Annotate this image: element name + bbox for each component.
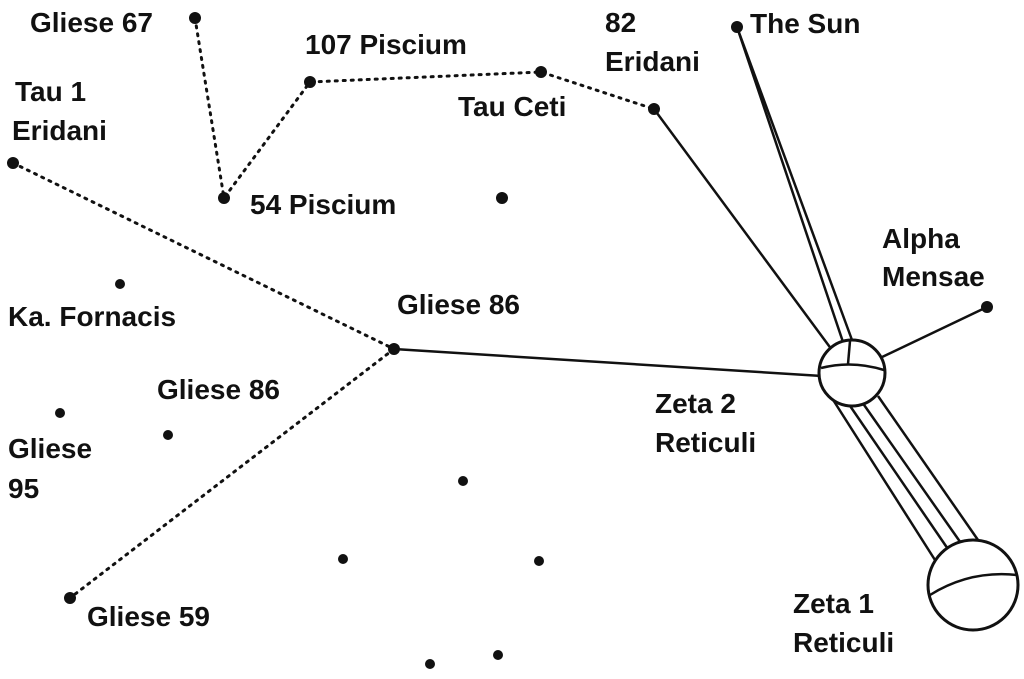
star-alpha-mensae bbox=[981, 301, 993, 313]
label-gliese59: Gliese 59 bbox=[87, 601, 210, 632]
label-gliese67: Gliese 67 bbox=[30, 7, 153, 38]
route-82eridani-zeta2 bbox=[652, 108, 834, 351]
star-107-piscium bbox=[304, 76, 316, 88]
route-gliese86-zeta2 bbox=[393, 347, 823, 378]
star-gliese59 bbox=[64, 592, 76, 604]
zeta1-reticuli-sphere bbox=[926, 538, 1020, 632]
star-unnamed bbox=[493, 650, 503, 660]
star-unnamed bbox=[425, 659, 435, 669]
label-zeta1-line2: Reticuli bbox=[793, 627, 894, 658]
label-gliese86-second: Gliese 86 bbox=[157, 374, 280, 405]
label-zeta1-line1: Zeta 1 bbox=[793, 588, 874, 619]
label-gliese95-line1: Gliese bbox=[8, 433, 92, 464]
star-dots bbox=[7, 12, 993, 669]
star-the-sun bbox=[731, 21, 743, 33]
star-tau-ceti bbox=[535, 66, 547, 78]
label-82-eridani-line2: Eridani bbox=[605, 46, 700, 77]
label-alpha-mensae-line1: Alpha bbox=[882, 223, 960, 254]
label-tau1-eridani-line1: Tau 1 bbox=[15, 76, 86, 107]
zeta2-reticuli-sphere bbox=[817, 338, 887, 408]
zeta-connector-tube bbox=[828, 394, 980, 561]
star-ka-fornacis bbox=[115, 279, 125, 289]
star-unnamed bbox=[496, 192, 508, 204]
label-107-piscium: 107 Piscium bbox=[305, 29, 467, 60]
star-gliese67 bbox=[189, 12, 201, 24]
label-zeta2-line2: Reticuli bbox=[655, 427, 756, 458]
label-zeta2-line1: Zeta 2 bbox=[655, 388, 736, 419]
route-zeta2-alpha-mensae bbox=[879, 305, 988, 360]
label-the-sun: The Sun bbox=[750, 8, 860, 39]
star-unnamed bbox=[458, 476, 468, 486]
label-alpha-mensae-line2: Mensae bbox=[882, 261, 985, 292]
label-82-eridani-line1: 82 bbox=[605, 7, 636, 38]
star-82-eridani bbox=[648, 103, 660, 115]
label-tau-ceti: Tau Ceti bbox=[458, 91, 566, 122]
star-tau1-eridani bbox=[7, 157, 19, 169]
label-54-piscium: 54 Piscium bbox=[250, 189, 396, 220]
label-gliese95-line2: 95 bbox=[8, 473, 39, 504]
route-sun-zeta2-b bbox=[735, 26, 854, 341]
label-ka-fornacis: Ka. Fornacis bbox=[8, 301, 176, 332]
label-tau1-eridani-line2: Eridani bbox=[12, 115, 107, 146]
star-unnamed bbox=[338, 554, 348, 564]
star-gliese86-hub bbox=[388, 343, 400, 355]
star-gliese86-second bbox=[163, 430, 173, 440]
route-sun-zeta2-a bbox=[735, 26, 845, 343]
star-unnamed bbox=[534, 556, 544, 566]
label-gliese86-hub: Gliese 86 bbox=[397, 289, 520, 320]
star-gliese95 bbox=[55, 408, 65, 418]
star-54-piscium bbox=[218, 192, 230, 204]
